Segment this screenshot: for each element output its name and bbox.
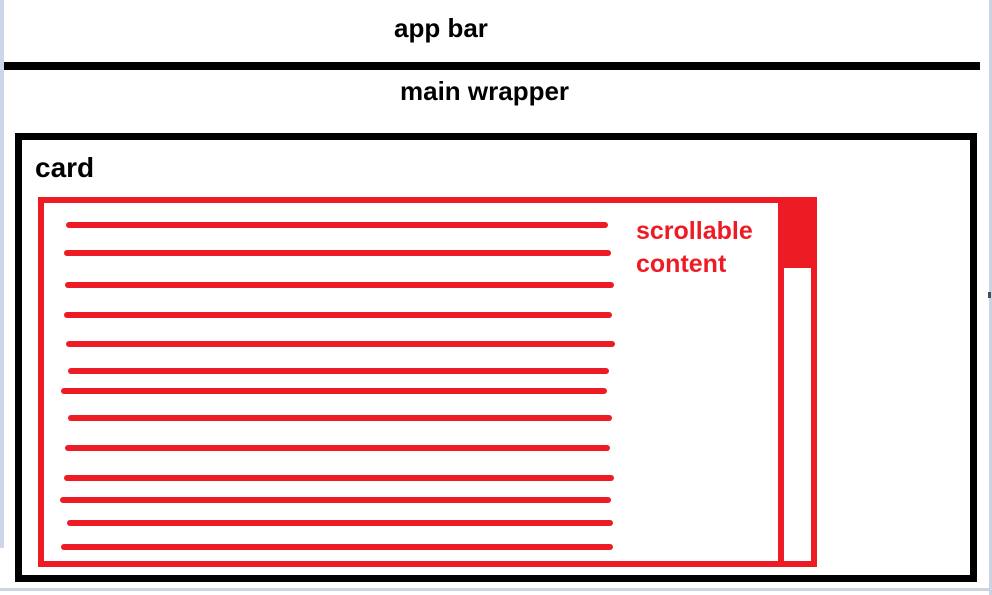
card: card scrollable content (15, 133, 977, 582)
app-bar: app bar (0, 0, 992, 62)
scrollable-content-area[interactable]: scrollable content (38, 197, 817, 567)
content-line (60, 497, 611, 503)
content-line (68, 368, 609, 374)
screenshot-left-edge (0, 0, 4, 548)
card-label: card (35, 152, 95, 183)
content-line (66, 341, 615, 347)
app-bar-divider (4, 62, 980, 70)
main-wrapper: main wrapper card scrollable content (0, 70, 992, 588)
content-line (61, 544, 613, 550)
scrollbar-thumb[interactable] (784, 203, 811, 268)
content-line (61, 388, 607, 394)
content-line (68, 415, 612, 421)
scrollbar-track[interactable] (778, 203, 811, 561)
content-line (67, 520, 613, 526)
content-line (64, 475, 614, 481)
content-line (64, 312, 612, 318)
screenshot-edge-notch (988, 292, 991, 298)
content-line (65, 282, 614, 288)
screenshot-bottom-edge (0, 588, 992, 591)
content-line (64, 250, 611, 256)
content-line (65, 445, 610, 451)
app-bar-label: app bar (394, 13, 488, 43)
content-line (66, 222, 608, 228)
main-wrapper-label: main wrapper (400, 76, 570, 106)
scrollable-content-label: scrollable content (636, 217, 753, 278)
